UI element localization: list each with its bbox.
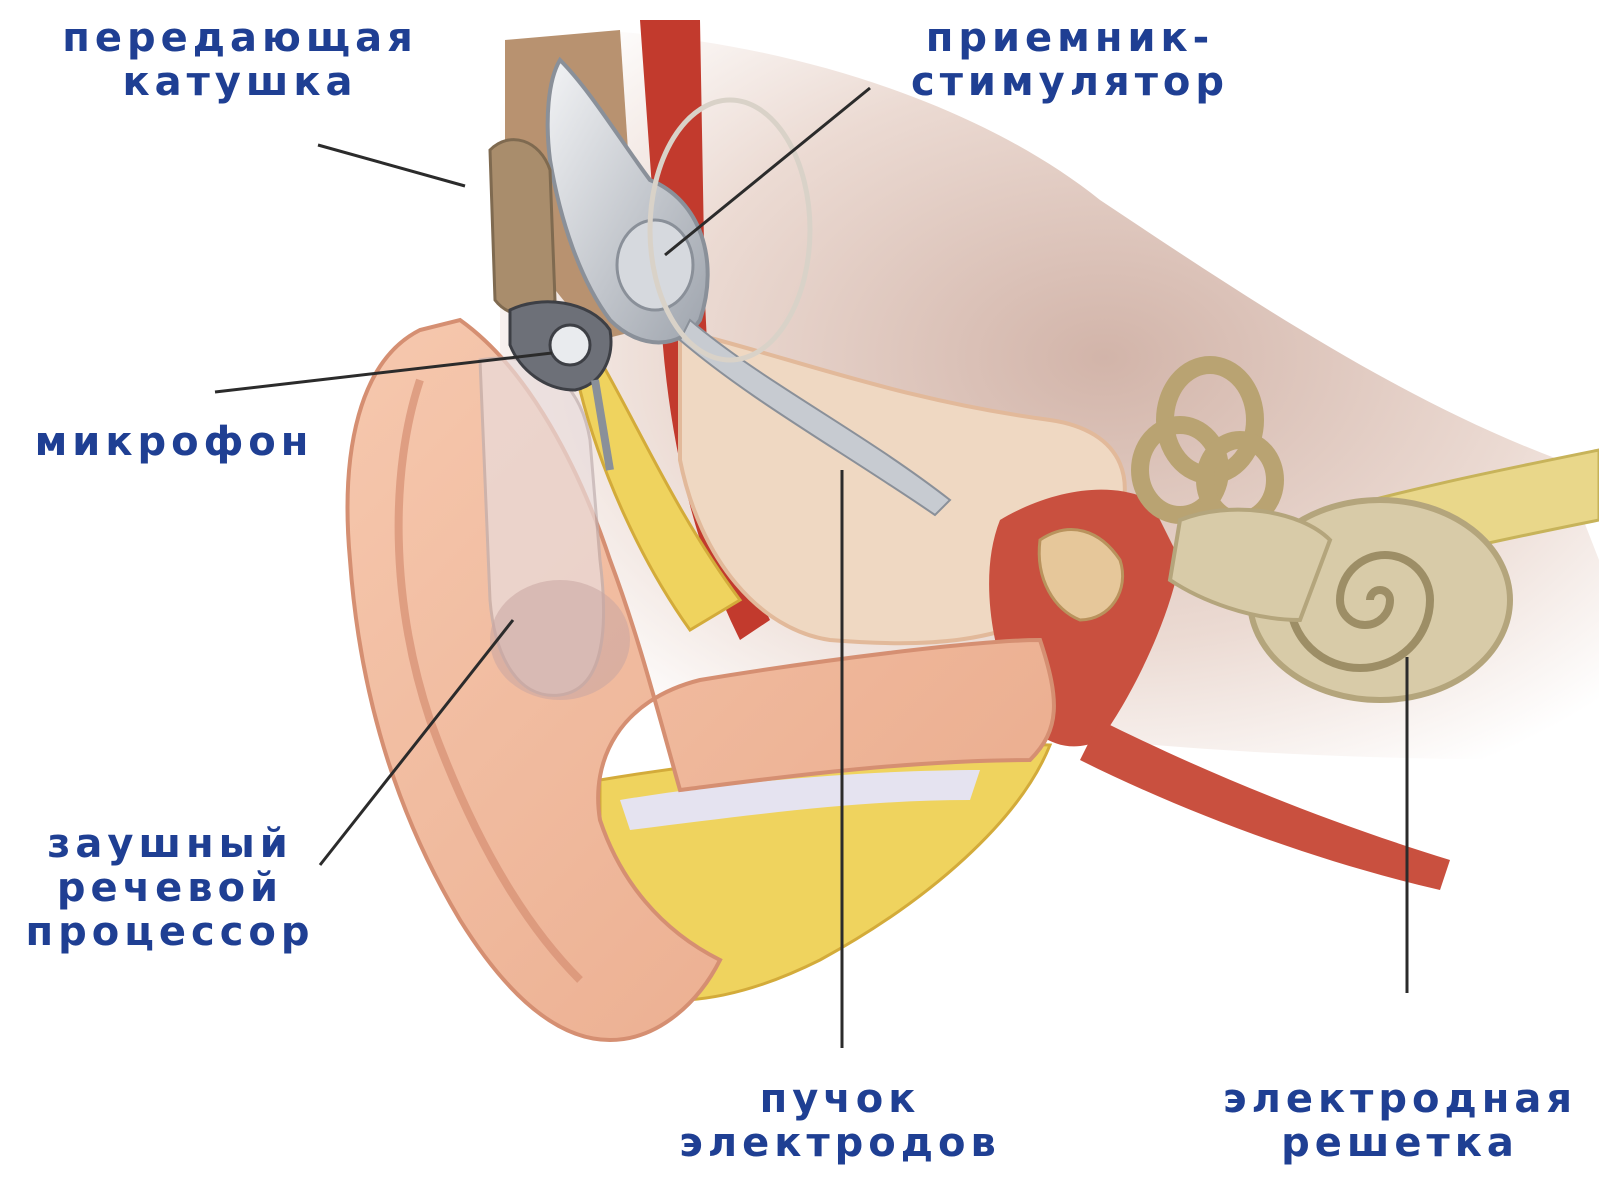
speech-processor-body [490,580,630,700]
label-receiver-stimulator: приемник- стимулятор [890,16,1250,104]
label-microphone: микрофон [14,420,334,464]
leader-transmitter-coil [318,145,465,186]
label-electrode-array: электродная решетка [1205,1077,1595,1165]
label-electrode-bundle: пучок электродов [650,1077,1030,1165]
transmitter-coil-body [490,140,555,315]
label-transmitter-coil: передающая катушка [30,16,450,104]
label-speech-processor: заушный речевой процессор [10,822,330,954]
